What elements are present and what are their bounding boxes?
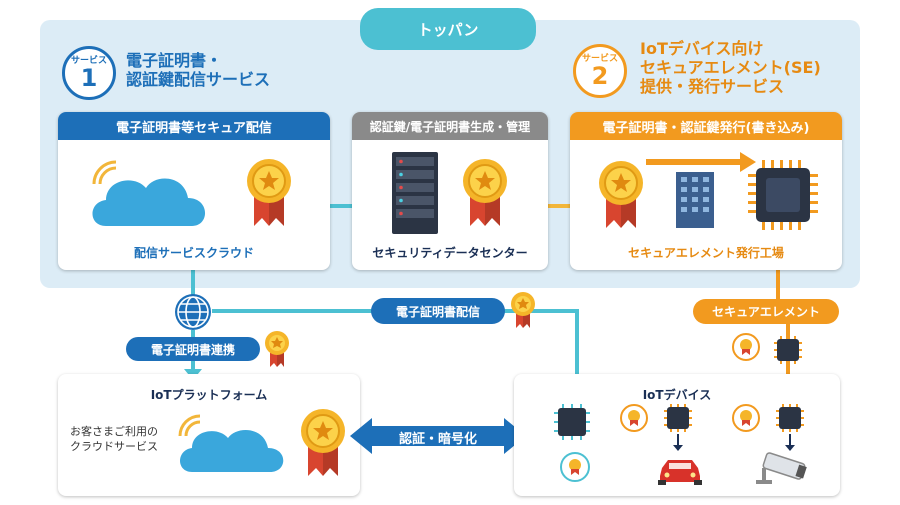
chip-icon (776, 404, 804, 432)
certificate-medal-icon (463, 159, 507, 226)
connector-factory-se (776, 270, 780, 302)
service2-badge: サービス 2 (573, 44, 627, 98)
connector-cloud-globe (191, 270, 195, 298)
card-iot-devices: IoTデバイス (514, 374, 840, 496)
auth-encrypt-label: 認証・暗号化 (398, 432, 477, 447)
secure-element-label: セキュアエレメント (693, 299, 839, 324)
service1-badge: サービス 1 (62, 46, 116, 100)
card-iot-platform: IoTプラットフォーム お客さまご利用の クラウドサービス (58, 374, 360, 496)
card-issuing-caption: セキュアエレメント発行工場 (628, 246, 784, 260)
connector-down-devices (575, 309, 579, 385)
card-delivery-cloud: 電子証明書等セキュア配信 配信サービスクラウド (58, 112, 330, 270)
chip-icon (774, 336, 802, 364)
globe-icon (175, 294, 211, 330)
service2-badge-number: 2 (591, 62, 609, 90)
platform-customer-cloud-label: お客さまご利用の クラウドサービス (70, 425, 158, 453)
service1-badge-label: サービス (70, 56, 107, 66)
service2-title: IoTデバイス向け セキュアエレメント(SE) 提供・発行サービス (640, 39, 821, 96)
devices-title: IoTデバイス (642, 388, 712, 402)
card-datacenter: 認証鍵/電子証明書生成・管理 セキュリティデータセンター (352, 112, 548, 270)
card-issuing-header: 電子証明書・認証鍵発行(書き込み) (570, 112, 842, 140)
certificate-small-icon (732, 333, 760, 361)
connector-datacenter-factory (548, 204, 570, 208)
cert-delivery-label: 電子証明書配信 (371, 298, 505, 324)
connector-cloud-datacenter (330, 204, 352, 208)
card-delivery-caption: 配信サービスクラウド (133, 246, 254, 260)
arrow-down-icon (785, 434, 795, 451)
chip-icon (664, 404, 692, 432)
certificate-medal-icon (599, 161, 643, 228)
cloud-icon (92, 160, 206, 226)
chip-icon (554, 404, 590, 440)
card-issuing-factory: 電子証明書・認証鍵発行(書き込み) セキュアエレメント発行工場 (570, 112, 842, 270)
service1-title: 電子証明書・ 認証鍵配信サービス (126, 51, 271, 89)
double-arrow-icon (350, 418, 526, 454)
certificate-medal-icon (301, 409, 345, 476)
card-delivery-header: 電子証明書等セキュア配信 (58, 112, 330, 140)
arrow-down-icon (673, 434, 683, 451)
arrow-right-icon (646, 152, 756, 172)
chip-icon (748, 160, 818, 230)
card-datacenter-caption: セキュリティデータセンター (372, 246, 528, 260)
certificate-small-icon (732, 404, 760, 432)
service1-badge-number: 1 (80, 64, 98, 92)
platform-title: IoTプラットフォーム (150, 388, 268, 402)
certificate-small-icon (620, 404, 648, 432)
service2-badge-label: サービス (581, 54, 618, 64)
server-rack-icon (392, 152, 438, 234)
certificate-medal-icon (511, 292, 535, 328)
toppan-header: トッパン (360, 8, 536, 50)
security-camera-icon (756, 452, 807, 484)
certificate-medal-icon (247, 159, 291, 226)
card-datacenter-header: 認証鍵/電子証明書生成・管理 (352, 112, 548, 140)
car-icon (658, 460, 702, 485)
factory-building-icon (676, 172, 714, 228)
cert-link-label: 電子証明書連携 (126, 337, 260, 361)
certificate-small-icon (560, 452, 590, 482)
certificate-medal-icon (265, 331, 289, 367)
cloud-icon (178, 414, 284, 472)
